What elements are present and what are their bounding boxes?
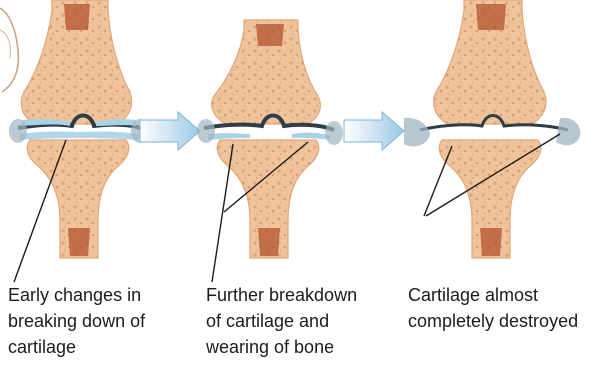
bone-marrow: [476, 4, 506, 30]
bone-marrow: [258, 228, 280, 256]
progression-arrow-2: [344, 112, 404, 150]
cartilage-layer: [292, 133, 330, 140]
joint-stage-1: [9, 0, 149, 258]
hand-sketch-fragment: [0, 8, 18, 92]
progression-arrow-1: [140, 112, 200, 150]
bone-marrow: [480, 228, 502, 256]
leader-line-stage-3: [424, 146, 452, 216]
synovium: [404, 118, 430, 147]
synovium: [325, 121, 343, 145]
caption-stage-3: Cartilage almost completely destroyed: [408, 282, 594, 334]
synovium: [9, 119, 27, 143]
caption-stage-1: Early changes in breaking down of cartil…: [8, 282, 193, 360]
joint-stage-2: [197, 20, 343, 258]
bone-marrow: [64, 4, 90, 30]
synovium: [556, 118, 580, 146]
bone-marrow: [68, 228, 90, 256]
cartilage-layer: [20, 132, 138, 141]
caption-stage-2: Further breakdown of cartilage and weari…: [206, 282, 396, 360]
joint-stage-3: [404, 0, 580, 258]
bone-marrow: [256, 24, 284, 46]
synovium: [197, 119, 215, 143]
leader-line-stage-2: [212, 144, 233, 282]
